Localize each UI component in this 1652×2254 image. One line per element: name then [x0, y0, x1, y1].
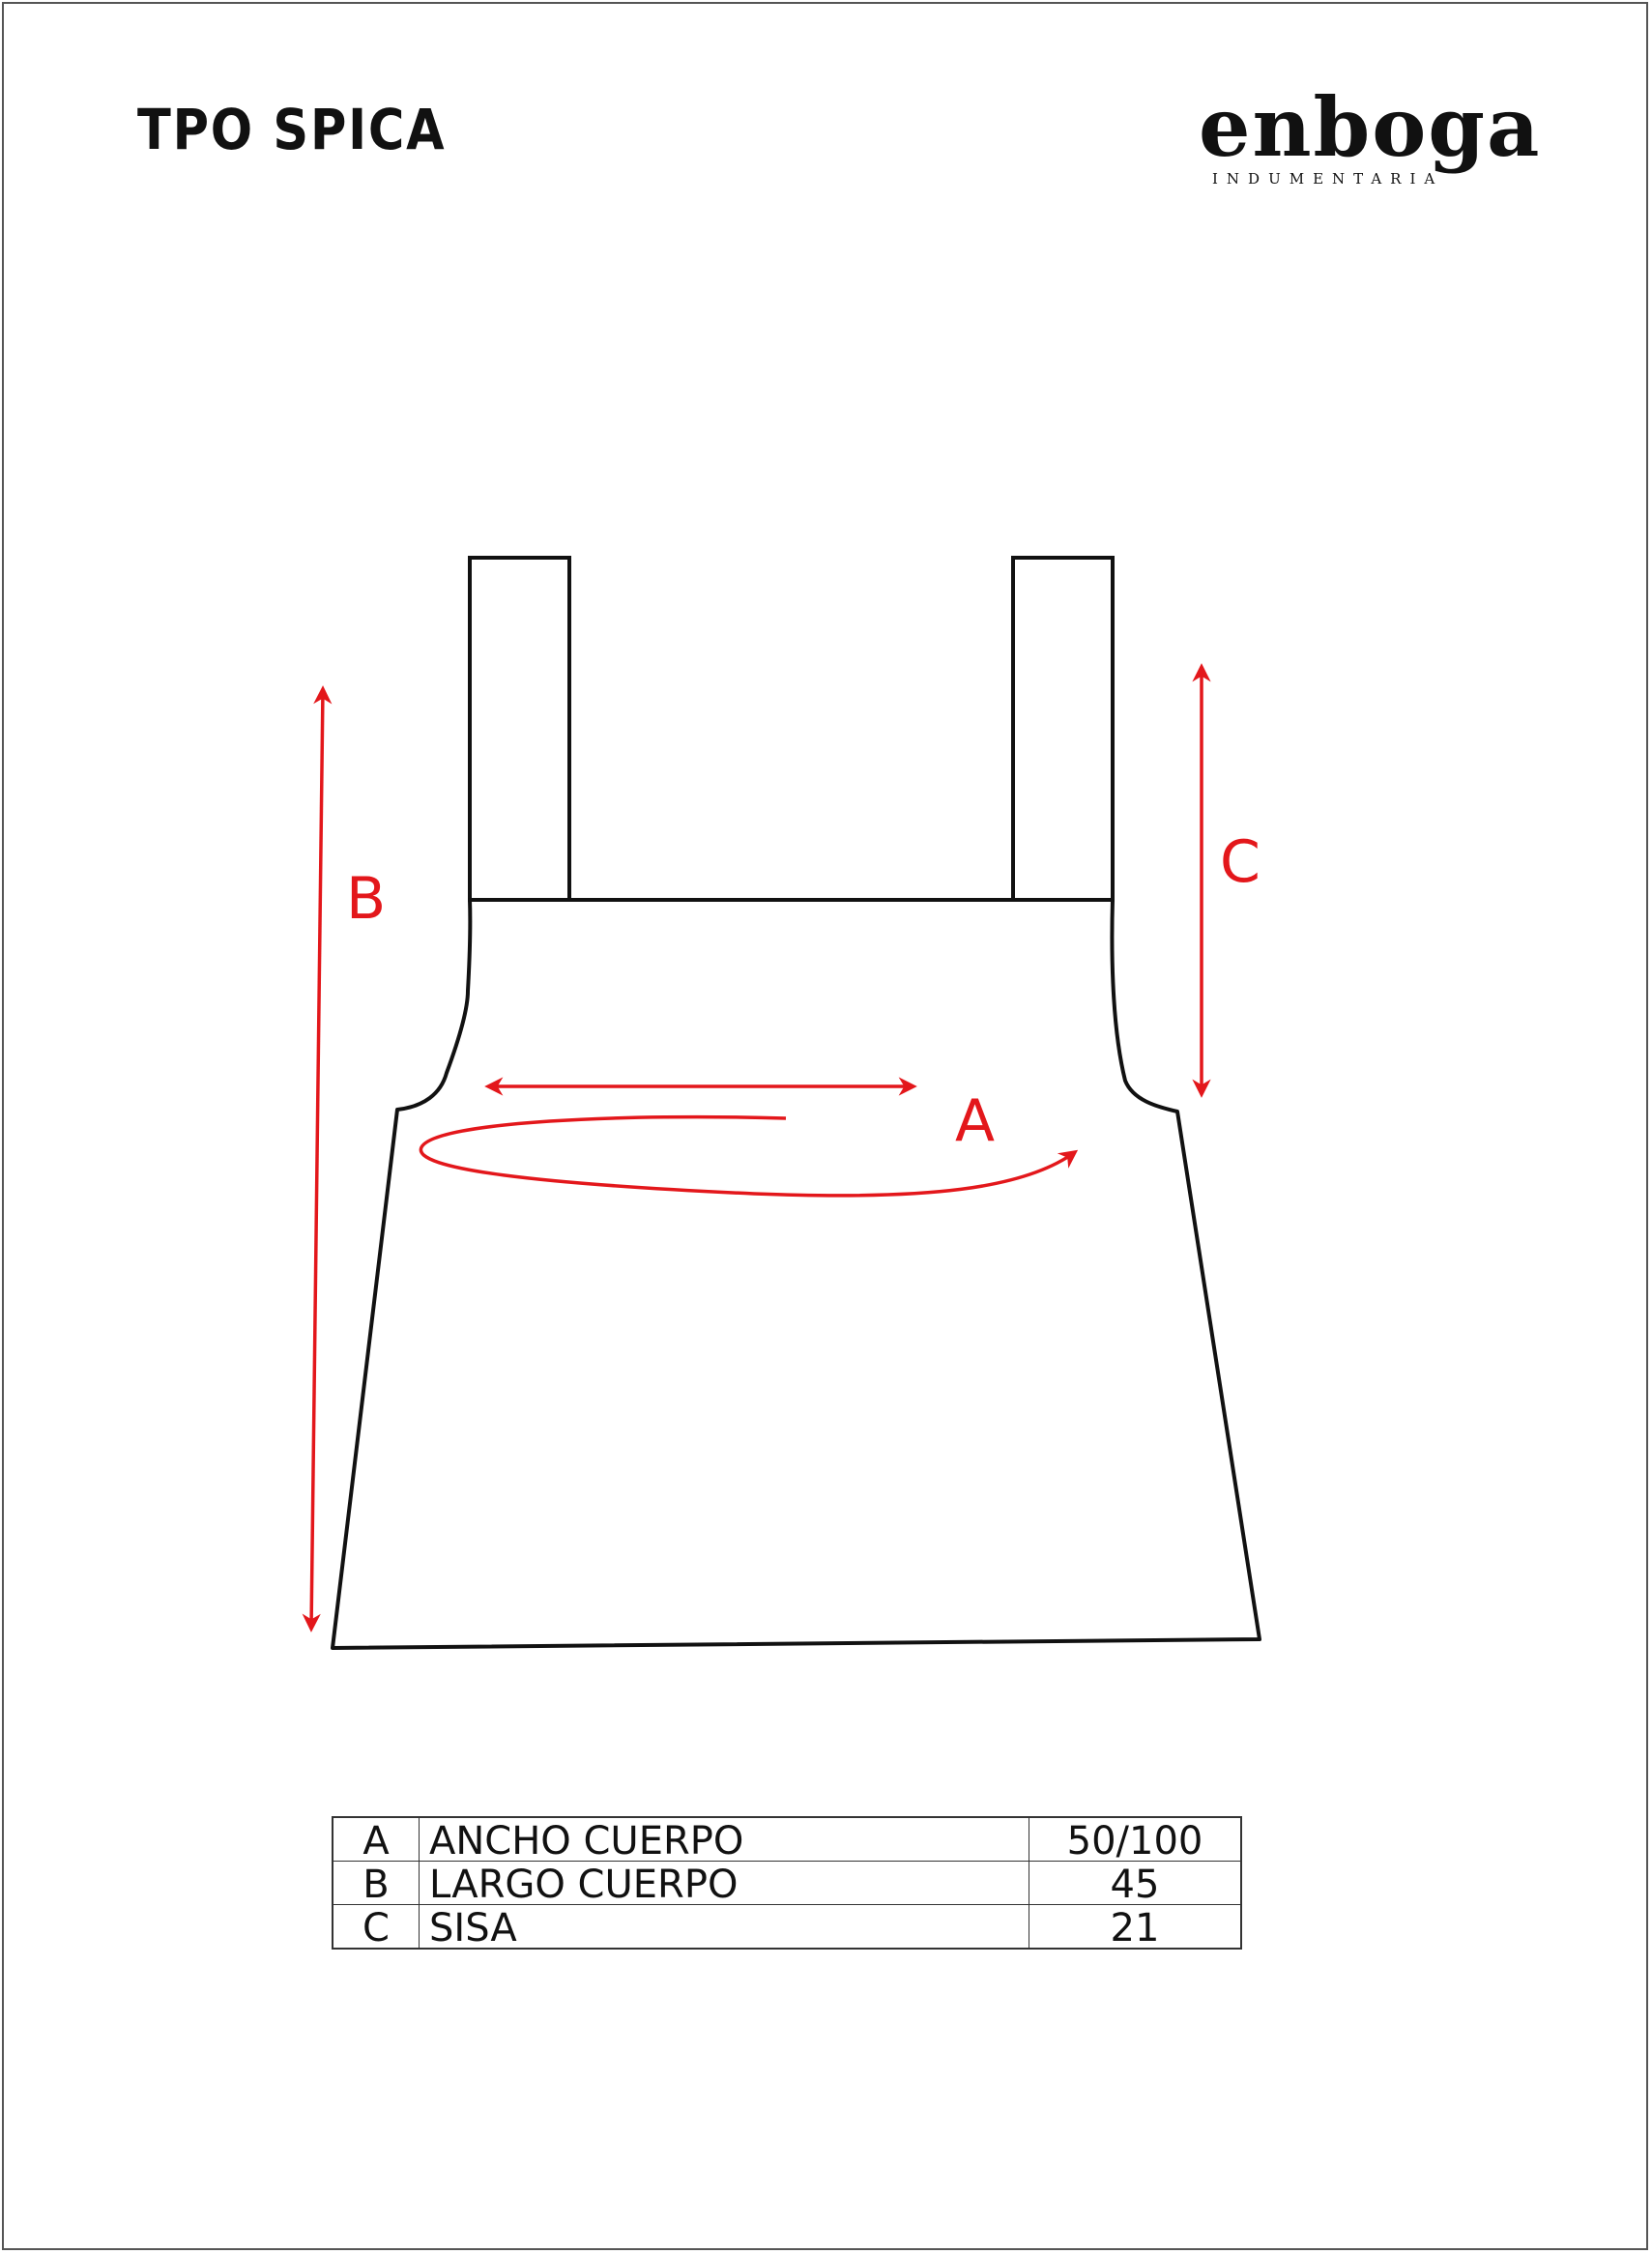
measure-name: LARGO CUERPO	[419, 1861, 1029, 1905]
measurements-table: A ANCHO CUERPO 50/100 B LARGO CUERPO 45 …	[332, 1816, 1242, 1950]
garment-body-outline	[331, 898, 1261, 1650]
left-strap	[468, 556, 571, 902]
measure-key: C	[332, 1904, 420, 1950]
brand-name: enboga	[1199, 79, 1542, 175]
arrow-a-circumference	[419, 1114, 1079, 1198]
table-row: C SISA 21	[332, 1904, 1242, 1951]
arrow-b	[302, 685, 333, 1633]
measure-value: 45	[1029, 1861, 1242, 1907]
table-row: A ANCHO CUERPO 50/100	[332, 1816, 1242, 1864]
measure-value: 50/100	[1029, 1816, 1242, 1864]
measure-value: 21	[1029, 1904, 1242, 1951]
measure-key: B	[332, 1861, 420, 1905]
label-b: B	[346, 865, 387, 933]
measure-value-text: 45	[1110, 1863, 1160, 1907]
label-a: A	[955, 1087, 996, 1155]
right-strap	[1011, 556, 1115, 902]
measure-name: SISA	[419, 1904, 1029, 1950]
brand-logo: enboga INDUMENTARIA	[1189, 87, 1539, 203]
measure-value-text: 21	[1110, 1906, 1160, 1951]
label-c: C	[1220, 828, 1261, 896]
measure-value-text: 50/100	[1066, 1819, 1203, 1864]
page-title: TPO SPICA	[137, 97, 447, 162]
brand-tagline: INDUMENTARIA	[1212, 170, 1444, 188]
measure-name: ANCHO CUERPO	[419, 1816, 1029, 1862]
measure-key: A	[332, 1816, 420, 1862]
table-row: B LARGO CUERPO 45	[332, 1861, 1242, 1907]
